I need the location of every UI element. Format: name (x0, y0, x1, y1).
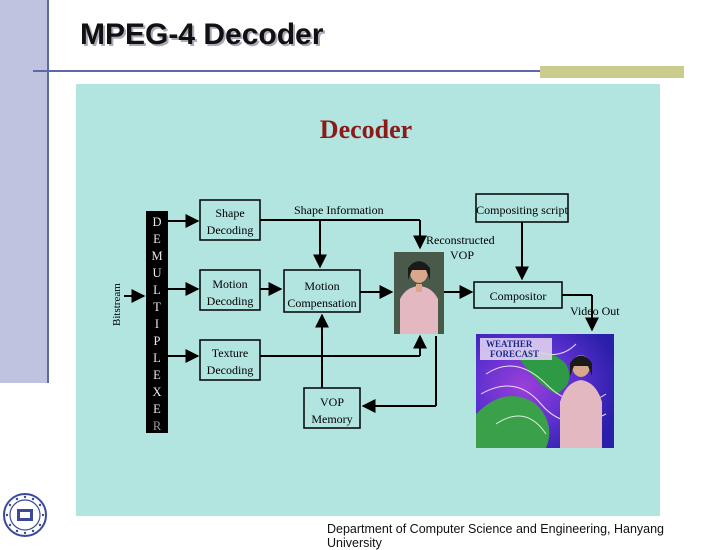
demux-letter: P (154, 334, 161, 348)
title-rule-accent (540, 66, 684, 78)
slide-title: MPEG-4 Decoder (80, 18, 324, 51)
vop-memory-label: VOP (320, 395, 344, 409)
demux-letter: T (153, 300, 161, 314)
motion-compensation-block: Motion Compensation (283, 269, 361, 313)
diagram-heading: Decoder (320, 115, 412, 144)
demux-letter: X (152, 385, 161, 399)
texture-decoding-label: Texture (212, 346, 248, 360)
texture-decoding-block: Texture Decoding (199, 339, 261, 381)
vop-memory-label-2: Memory (311, 412, 352, 426)
weather-banner-line1: WEATHER (486, 339, 533, 349)
demux-letter: R (153, 419, 162, 433)
decoder-diagram-svg: Decoder Bitstream D E M U L T I P L E X … (111, 115, 620, 448)
demux-letter: I (155, 317, 159, 331)
motion-decoding-block: Motion Decoding (199, 269, 261, 311)
demux-letter: M (151, 249, 162, 263)
shape-decoding-label-2: Decoding (207, 223, 254, 237)
title-rule (33, 70, 683, 72)
demux-letter: D (152, 215, 161, 229)
motion-compensation-label: Motion (304, 279, 339, 293)
vop-memory-block: VOP Memory (303, 387, 361, 429)
reconstructed-vop-label-2: VOP (450, 248, 474, 262)
demultiplexer-block (146, 211, 168, 433)
compositing-script-box: Compositing script (475, 193, 569, 223)
vop-presenter-image (394, 252, 444, 334)
motion-decoding-label-2: Decoding (207, 294, 254, 308)
university-seal-logo (3, 493, 47, 537)
demux-letter: L (153, 351, 161, 365)
compositor-label: Compositor (490, 289, 547, 303)
demux-letter: E (153, 368, 161, 382)
weather-forecast-image: WEATHER FORECAST (476, 334, 614, 448)
left-accent-bar (0, 0, 49, 383)
shape-information-label: Shape Information (294, 203, 384, 217)
decoder-diagram: Decoder Bitstream D E M U L T I P L E X … (76, 84, 660, 516)
demux-letter: E (153, 402, 161, 416)
footer-text: Department of Computer Science and Engin… (327, 522, 665, 550)
motion-decoding-label: Motion (212, 277, 247, 291)
demux-letter: L (153, 283, 161, 297)
texture-decoding-label-2: Decoding (207, 363, 254, 377)
motion-compensation-label-2: Compensation (287, 296, 356, 310)
demux-letter: U (152, 266, 161, 280)
demux-letters: D E M U L T I P L E X E R (151, 215, 162, 433)
reconstructed-vop-label: Reconstructed (426, 233, 495, 247)
demux-letter: E (153, 232, 161, 246)
compositor-block: Compositor (473, 281, 563, 309)
shape-decoding-label: Shape (215, 206, 244, 220)
shape-decoding-block: Shape Decoding (199, 199, 261, 241)
compositing-script-label: Compositing script (476, 203, 568, 217)
video-out-label: Video Out (570, 304, 620, 318)
bitstream-label: Bitstream (111, 283, 123, 326)
weather-banner-line2: FORECAST (490, 349, 539, 359)
